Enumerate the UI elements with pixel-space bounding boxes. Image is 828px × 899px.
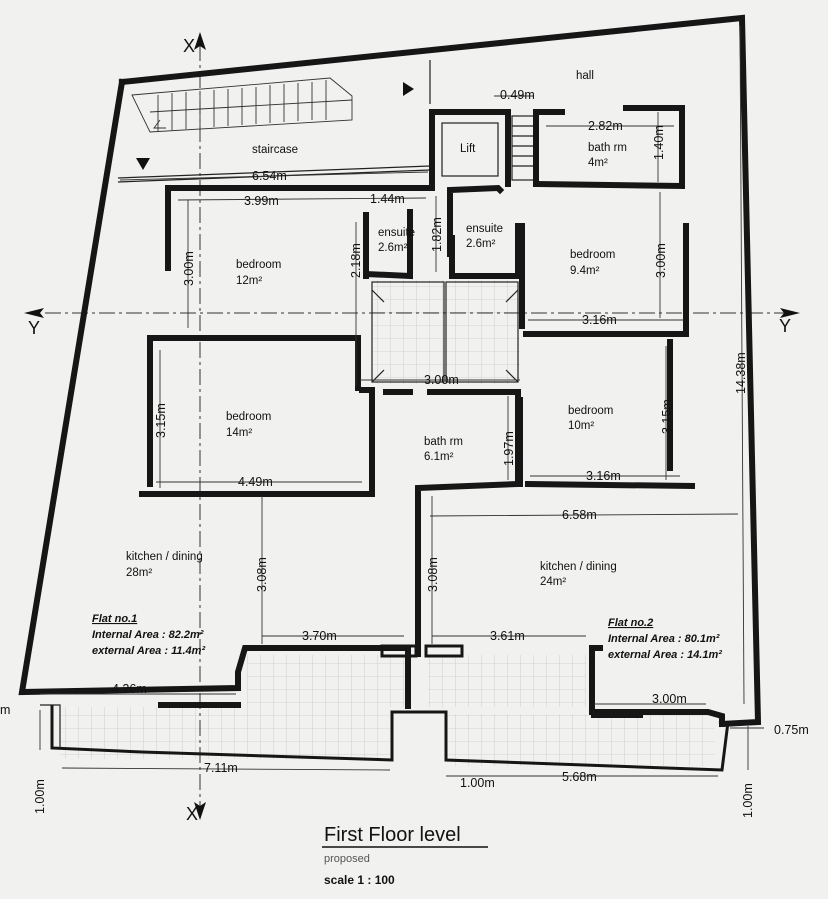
label-bath-mid: bath rm [424,436,463,448]
dim-1-82: 1.82m [430,217,444,252]
label-bath-mid-area: 6.1m² [424,451,454,463]
dim-1-40: 1.40m [652,125,666,160]
label-kitchen-l: kitchen / dining [126,551,203,563]
label-bath-top: bath rm [588,142,627,154]
axis-x-bottom-arrow [194,802,206,820]
arrow-down-icon [136,158,150,170]
axis-x-top-label: X [183,36,195,56]
balcony-tiling [60,280,715,766]
room-labels: hall staircase Lift bath rm 4m² bedroom … [126,70,627,588]
label-kitchen-r: kitchen / dining [540,561,617,573]
flat2-external-area: external Area : 14.1m² [608,649,722,661]
dimension-labels: 0.49m 2.82m 1.40m 6.54m 3.99m 1.44m 1.82… [0,88,809,818]
dim-6-58: 6.58m [562,508,597,522]
dim-3-00-mid: 3.00m [424,373,459,387]
dim-3-16-bottom: 3.16m [586,469,621,483]
arrow-right-icon [403,82,414,96]
dim-1-97: 1.97m [502,431,516,466]
axis-y-left-label: Y [28,318,40,338]
label-ensuite-r-area: 2.6m² [466,238,496,250]
grid-axes [24,32,800,820]
axis-x-bottom-label: X [186,804,198,824]
lift-core-walls [117,60,685,190]
label-lift: Lift [460,143,476,155]
label-ensuite-r: ensuite [466,223,503,235]
dim-3-00-balcony: 3.00m [652,692,687,706]
ensuite-lobby-detail [371,281,519,383]
internal-walls [139,184,696,718]
label-kitchen-l-area: 28m² [126,567,152,579]
dim-3-16-top: 3.16m [582,313,617,327]
dim-3-00-left: 3.00m [182,251,196,286]
dim-7-11: 7.11m [204,761,238,775]
label-bedroom-tl: bedroom [236,259,281,271]
label-bath-top-area: 4m² [588,157,608,169]
dim-3-00-right: 3.00m [654,243,668,278]
dim-3-15-left: 3.15m [154,403,168,438]
flat1-external-area: external Area : 11.4m² [92,645,205,657]
flat-notes: Flat no.1 Internal Area : 82.2m² externa… [92,613,722,661]
dim-1-00-mid: 1.00m [460,776,495,790]
label-ensuite-l-area: 2.6m² [378,242,408,254]
dim-3-99: 3.99m [244,194,279,208]
axis-labels: X X Y Y [28,36,791,824]
axis-x-top-arrow [194,32,206,50]
label-bedroom-mr-area: 10m² [568,420,594,432]
flat1-internal-area: Internal Area : 82.2m² [92,629,204,641]
dim-0-75: 0.75m [774,723,809,737]
dim-3-70: 3.70m [302,629,337,643]
title-block: First Floor level proposed scale 1 : 100 [322,824,488,887]
label-bedroom-tr-area: 9.4m² [570,265,600,277]
dim-3-08-left: 3.08m [255,557,269,592]
dim-0-49: 0.49m [500,88,535,102]
label-ensuite-l: ensuite [378,227,415,239]
dim-3-61: 3.61m [490,629,525,643]
dimension-lines [39,25,764,777]
label-bedroom-ml-area: 14m² [226,427,252,439]
drawing-title: First Floor level [324,824,461,846]
dim-2-18: 2.18m [349,243,363,278]
label-bedroom-tl-area: 12m² [236,275,262,287]
dim-14-38: 14.38m [734,352,748,394]
label-staircase: staircase [252,144,298,156]
dim-3-15-right: 3.15m [660,399,674,434]
drawing-scale: scale 1 : 100 [324,873,395,887]
dim-3-08-right: 3.08m [426,557,440,592]
label-kitchen-r-area: 24m² [540,576,566,588]
dim-1-00-right: 1.00m [741,783,755,818]
label-hall: hall [576,70,594,82]
external-walls [18,14,762,772]
dim-2-82: 2.82m [588,119,623,133]
dim-1-00-left: 1.00m [33,779,47,814]
dim-4-26: 4.26m [112,682,147,696]
staircase-steps [131,77,353,133]
label-bedroom-tr: bedroom [570,249,615,261]
flat2-name: Flat no.2 [608,617,653,629]
axis-y-left-arrow [24,308,44,318]
axis-y-right-arrow [780,308,800,318]
flat1-name: Flat no.1 [92,613,137,625]
label-bedroom-ml: bedroom [226,411,271,423]
flat2-internal-area: Internal Area : 80.1m² [608,633,720,645]
dim-cut-m: m [0,703,10,717]
dim-5-68: 5.68m [562,770,597,784]
dim-6-54: 6.54m [252,169,287,183]
dim-4-49: 4.49m [238,475,273,489]
dim-1-44: 1.44m [370,192,405,206]
label-bedroom-mr: bedroom [568,405,613,417]
axis-y-right-label: Y [779,316,791,336]
drawing-subtitle: proposed [324,853,370,865]
